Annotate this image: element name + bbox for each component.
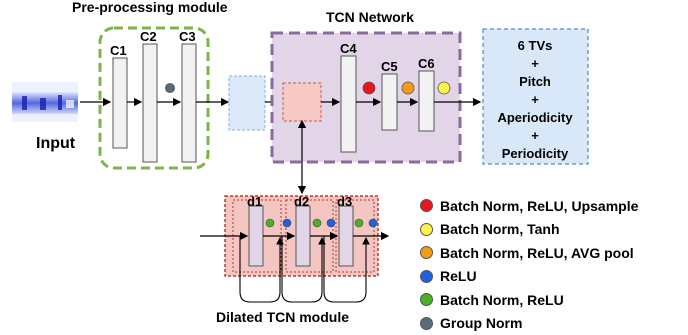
legend-item-avg-pool: Batch Norm, ReLU, AVG pool bbox=[420, 241, 688, 265]
group-norm-dot bbox=[165, 83, 175, 93]
d3-relu-dot bbox=[368, 218, 378, 228]
d3-block bbox=[338, 205, 354, 267]
legend-item-upsample: Batch Norm, ReLU, Upsample bbox=[420, 194, 688, 218]
c3-block bbox=[181, 43, 197, 163]
bridge-block bbox=[228, 75, 266, 131]
c2-block bbox=[142, 43, 158, 163]
d1-bn-relu-dot bbox=[265, 218, 275, 228]
output-line-6: + bbox=[531, 128, 539, 143]
upsample-dot bbox=[362, 81, 376, 95]
d1-relu-dot bbox=[282, 218, 292, 228]
legend-item-tanh: Batch Norm, Tanh bbox=[420, 218, 688, 242]
skip-connection-1 bbox=[239, 236, 284, 303]
output-line-7: Periodicity bbox=[502, 146, 569, 161]
c4-block bbox=[340, 55, 357, 153]
input-spectrogram bbox=[12, 82, 78, 122]
legend-dot-green-icon bbox=[420, 293, 433, 307]
c3-label: C3 bbox=[179, 29, 196, 44]
legend-item-bn-relu: Batch Norm, ReLU bbox=[420, 288, 688, 312]
dilated-title: Dilated TCN module bbox=[216, 309, 349, 325]
output-line-5: Aperiodicity bbox=[497, 110, 573, 125]
avg-pool-dot bbox=[401, 81, 415, 95]
tanh-dot bbox=[437, 81, 451, 95]
legend-dot-blue-icon bbox=[420, 269, 433, 283]
d2-label: d2 bbox=[294, 194, 309, 209]
d2-relu-dot bbox=[326, 218, 336, 228]
d1-label: d1 bbox=[247, 194, 262, 209]
c1-label: C1 bbox=[110, 43, 127, 58]
legend-label: Group Norm bbox=[440, 315, 523, 332]
legend-label: Batch Norm, ReLU bbox=[440, 291, 564, 308]
d2-block bbox=[295, 205, 311, 267]
skip-connection-3 bbox=[323, 236, 370, 303]
legend-label: ReLU bbox=[440, 268, 477, 285]
legend-label: Batch Norm, ReLU, Upsample bbox=[440, 197, 639, 214]
legend-dot-orange-icon bbox=[420, 246, 433, 260]
tcn-title: TCN Network bbox=[326, 9, 414, 25]
legend: Batch Norm, ReLU, Upsample Batch Norm, T… bbox=[420, 194, 688, 335]
c6-label: C6 bbox=[418, 56, 435, 71]
d1-block bbox=[248, 205, 264, 267]
c6-block bbox=[418, 70, 435, 132]
output-line-1: 6 TVs bbox=[518, 38, 553, 53]
legend-dot-yellow-icon bbox=[420, 222, 433, 236]
legend-item-group-norm: Group Norm bbox=[420, 312, 688, 335]
legend-dot-red-icon bbox=[420, 199, 433, 213]
c4-label: C4 bbox=[340, 41, 357, 56]
d2-bn-relu-dot bbox=[312, 218, 322, 228]
dilated-tcn-placeholder bbox=[282, 82, 322, 122]
skip-connection-2 bbox=[281, 236, 326, 303]
c5-block bbox=[381, 73, 398, 131]
input-label: Input bbox=[36, 135, 76, 152]
legend-dot-gray-icon bbox=[420, 316, 433, 330]
output-line-3: Pitch bbox=[519, 74, 551, 89]
c5-label: C5 bbox=[381, 59, 398, 74]
d3-label: d3 bbox=[337, 194, 352, 209]
output-box bbox=[482, 28, 589, 165]
d3-bn-relu-dot bbox=[354, 218, 364, 228]
c2-label: C2 bbox=[140, 29, 157, 44]
output-line-4: + bbox=[531, 92, 539, 107]
legend-item-relu: ReLU bbox=[420, 265, 688, 289]
preprocessing-module-border bbox=[98, 26, 210, 170]
output-line-2: + bbox=[531, 56, 539, 71]
legend-label: Batch Norm, ReLU, AVG pool bbox=[440, 244, 634, 261]
c1-block bbox=[112, 57, 128, 149]
legend-label: Batch Norm, Tanh bbox=[440, 221, 560, 238]
preprocessing-title: Pre-processing module bbox=[72, 0, 228, 15]
